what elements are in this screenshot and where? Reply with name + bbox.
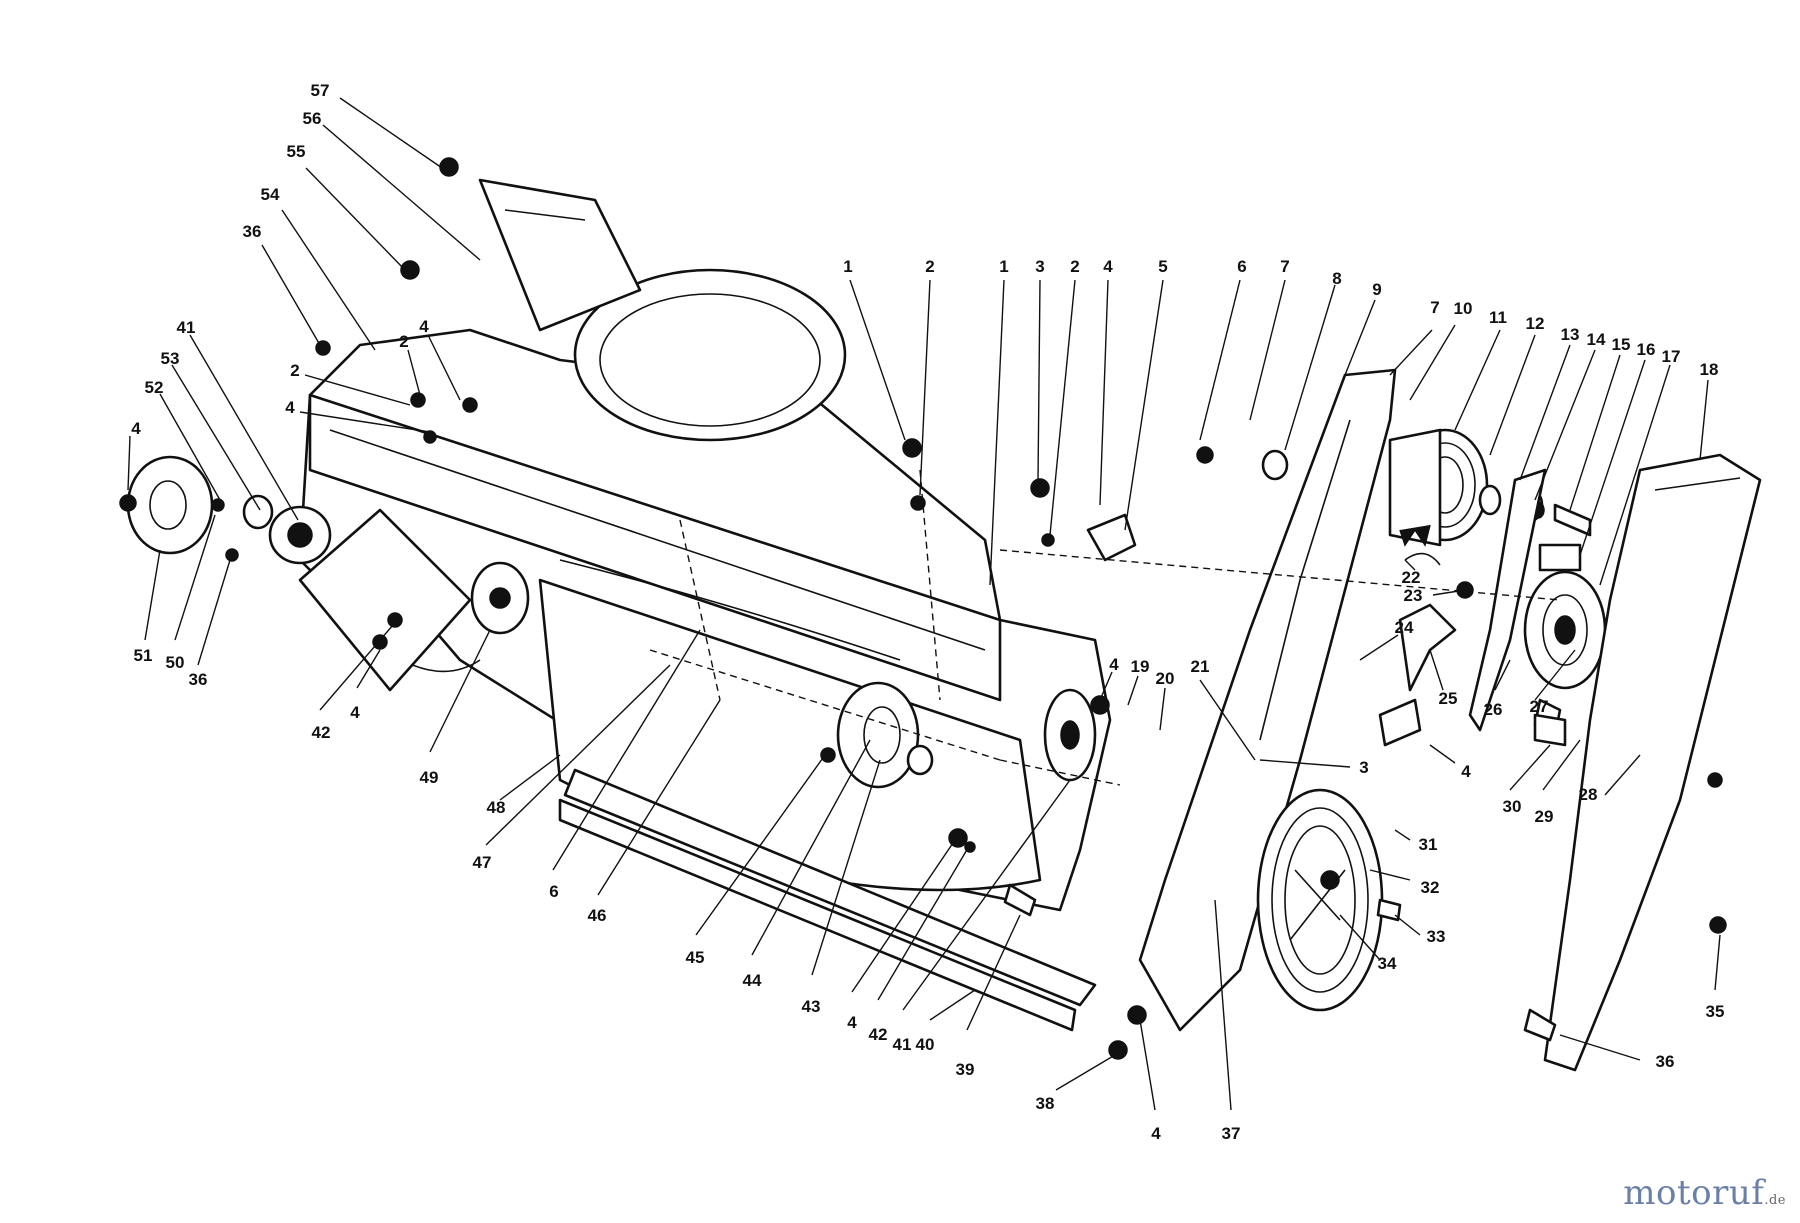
callout-55: 55 [287,142,306,161]
callout-36: 36 [243,222,262,241]
callout-3-b: 3 [1359,758,1368,777]
callout-33: 33 [1427,927,1446,946]
callout-11: 11 [1489,308,1507,327]
callout-46: 46 [588,906,607,925]
frame-plate [1138,368,1397,1032]
callout-28: 28 [1579,785,1598,804]
callout-4: 4 [419,317,429,336]
callout-48: 48 [487,798,506,817]
callout-6: 6 [549,882,558,901]
watermark-logo: motoruf.de [1623,1173,1786,1213]
callout-57: 57 [311,81,330,100]
callout-47: 47 [473,853,492,872]
callout-52: 52 [145,378,164,397]
callout-56: 56 [303,109,322,128]
callout-4-b: 4 [285,398,295,417]
callout-41: 41 [177,318,196,337]
idler-bracket [1378,468,1642,772]
callout-27: 27 [1530,697,1549,716]
callout-36-c: 36 [1656,1052,1675,1071]
callout-31: 31 [1419,835,1438,854]
watermark-name: motoruf [1623,1173,1765,1213]
callout-4-e: 4 [847,1013,857,1032]
callout-13: 13 [1561,325,1580,344]
callout-19: 19 [1131,657,1150,676]
callout-9: 9 [1372,280,1381,299]
callout-6-b: 6 [1237,257,1246,276]
callout-37: 37 [1222,1124,1241,1143]
callout-30: 30 [1503,797,1522,816]
callout-23: 23 [1404,586,1423,605]
callout-36-b: 36 [189,670,208,689]
callout-43: 43 [802,997,821,1016]
callout-42: 42 [312,723,331,742]
callout-5: 5 [1158,257,1167,276]
callout-4-f: 4 [1103,257,1113,276]
callout-2-d: 2 [1070,257,1079,276]
callout-54: 54 [261,185,280,204]
callout-1-b: 1 [999,257,1008,276]
callout-20: 20 [1156,669,1175,688]
callout-29: 29 [1535,807,1554,826]
callout-1: 1 [843,257,852,276]
callout-44: 44 [743,971,762,990]
callout-32: 32 [1421,878,1440,897]
callout-39: 39 [956,1060,975,1079]
scraper-bar [558,768,1128,1060]
auger-pulley [1256,788,1402,1012]
callout-38: 38 [1036,1094,1055,1113]
callout-51: 51 [134,646,153,665]
callout-41-b: 41 [893,1035,912,1054]
callout-35: 35 [1706,1002,1725,1021]
callout-4-c: 4 [131,419,141,438]
callout-15: 15 [1612,335,1631,354]
callout-45: 45 [686,948,705,967]
callout-22: 22 [1402,568,1421,587]
callout-42-b: 42 [869,1025,888,1044]
callout-4-i: 4 [1151,1124,1161,1143]
callout-12: 12 [1526,314,1545,333]
callout-4-g: 4 [1109,655,1119,674]
watermark-suffix: .de [1764,1193,1786,1208]
engine-pulley [1388,428,1592,572]
callout-34: 34 [1378,954,1397,973]
callout-24: 24 [1395,618,1414,637]
callout-labels: 57 56 55 54 36 2 4 2 4 41 53 52 4 51 50 … [127,81,1725,1143]
belt-cover [1523,453,1762,1072]
callout-10: 10 [1454,299,1473,318]
callout-26: 26 [1484,700,1503,719]
callout-53: 53 [161,349,180,368]
callout-8: 8 [1332,269,1341,288]
callout-49: 49 [420,768,439,787]
callout-2: 2 [399,332,408,351]
callout-2-c: 2 [925,257,934,276]
assembly-lines [649,469,1561,786]
callout-21: 21 [1191,657,1210,676]
callout-7: 7 [1280,257,1289,276]
callout-16: 16 [1637,340,1656,359]
callout-50: 50 [166,653,185,672]
callout-40: 40 [916,1035,935,1054]
center-bearing-parts [820,438,1147,1025]
callout-2-b: 2 [290,361,299,380]
callout-17: 17 [1662,347,1681,366]
callout-4-d: 4 [350,703,360,722]
callout-7-b: 7 [1430,298,1439,317]
callout-3: 3 [1035,257,1044,276]
callout-18: 18 [1700,360,1719,379]
chute-opening [478,178,847,442]
left-side-parts [119,157,530,692]
callout-25: 25 [1439,689,1458,708]
callout-4-h: 4 [1461,762,1471,781]
callout-14: 14 [1587,330,1606,349]
